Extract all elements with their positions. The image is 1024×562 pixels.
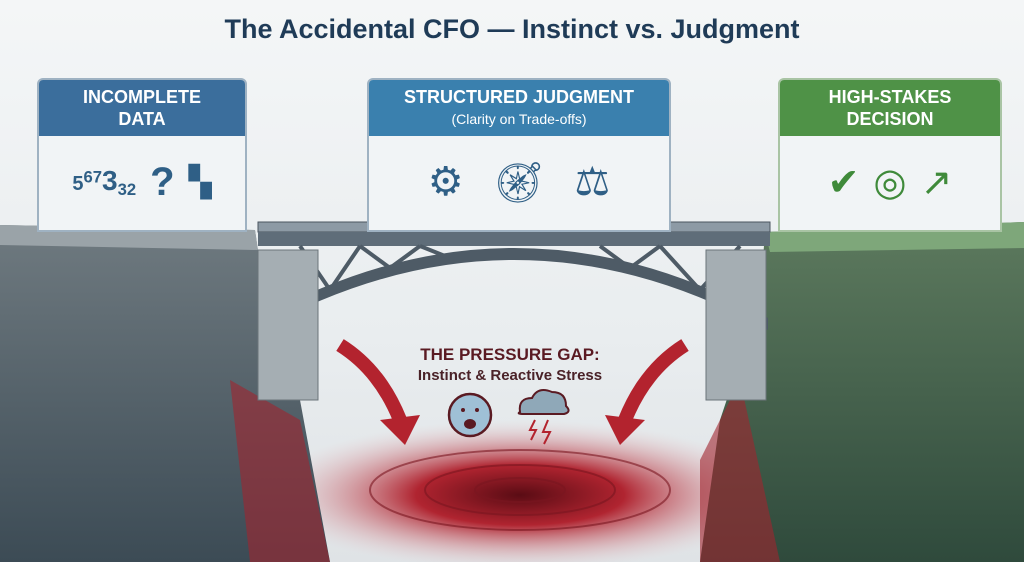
worried-face-icon (447, 392, 493, 438)
panel-structured-judgment: STRUCTURED JUDGMENT (Clarity on Trade-of… (367, 78, 671, 232)
panel-header: STRUCTURED JUDGMENT (Clarity on Trade-of… (369, 80, 669, 136)
checkmark-circle-icon: ✔ (827, 161, 860, 204)
torn-documents-icon: ▚ (188, 165, 212, 199)
pressure-gap-title: THE PRESSURE GAP: (420, 345, 600, 364)
vortex-swirls (369, 449, 671, 531)
scales-icon: ⚖ (574, 160, 611, 204)
panel-title: DATA (118, 109, 166, 129)
right-cliff (700, 222, 1024, 562)
question-mark-icon: ? (150, 159, 175, 204)
storm-cloud-icon (517, 389, 570, 445)
gears-icon: ⚙ (427, 160, 464, 204)
panel-high-stakes-decision: HIGH-STAKES DECISION ✔ ◎ ↗ (778, 78, 1002, 232)
pressure-gap-subtitle: Instinct & Reactive Stress (417, 367, 603, 384)
panel-header: HIGH-STAKES DECISION (780, 80, 1000, 136)
panel-title: INCOMPLETE (82, 87, 201, 107)
steel-bridge (257, 221, 771, 401)
down-arrow-right (605, 339, 689, 445)
trend-up-arrow-icon: ↗ (920, 161, 953, 204)
scattered-numbers-icon: 567332 (72, 164, 137, 199)
page-title: The Accidental CFO — Instinct vs. Judgme… (224, 14, 800, 44)
down-arrow-left (336, 339, 420, 445)
target-icon: ◎ (873, 161, 907, 204)
panel-title: DECISION (846, 109, 934, 129)
panel-incomplete-data: INCOMPLETE DATA 567332 ? ▚ (37, 78, 247, 232)
compass-icon: 🧭︎ (493, 160, 545, 205)
panel-title: HIGH-STAKES (828, 87, 952, 107)
panel-subtitle: (Clarity on Trade-offs) (451, 111, 587, 127)
pressure-vortex (260, 420, 780, 562)
panel-title: STRUCTURED JUDGMENT (403, 87, 634, 107)
panel-header: INCOMPLETE DATA (39, 80, 245, 136)
